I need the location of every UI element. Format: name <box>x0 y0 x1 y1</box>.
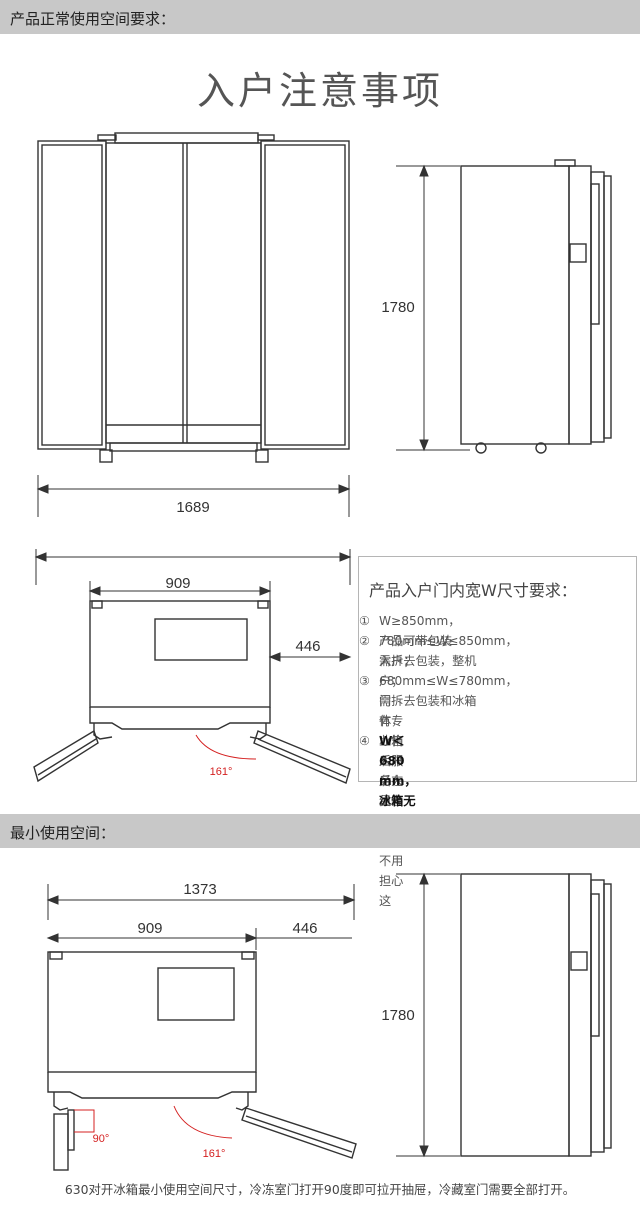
fridge-angle-label: 161° <box>203 1148 226 1160</box>
left-door-leaf <box>33 729 99 783</box>
item-line: 入户； <box>379 654 404 688</box>
section-title: 产品正常使用空间要求： <box>10 10 176 28</box>
width-dimension-label: 1689 <box>176 499 209 516</box>
foot-right <box>255 449 269 463</box>
fridge-door-leaf <box>241 1107 357 1159</box>
item-number: ① <box>359 614 370 628</box>
body-width-label: 909 <box>137 920 162 937</box>
item-number: ③ <box>359 674 370 688</box>
dispenser <box>570 951 588 971</box>
item-line: 780mm≤W≤850mm，需拆去包装，整机 <box>379 634 518 668</box>
side-door <box>568 873 592 1157</box>
top-view-normal-diagram: 909 446 161° <box>33 549 352 784</box>
clearance-label: 446 <box>295 638 320 655</box>
height-dimension-label: 1780 <box>381 1007 414 1024</box>
requirements-title: 产品入户门内宽W尺寸要求： <box>369 581 577 600</box>
dispenser <box>569 243 587 263</box>
height-dimension-label: 1780 <box>381 299 414 316</box>
section-header-minimum: 最小使用空间： <box>0 814 640 848</box>
top-bracket-right <box>257 134 275 141</box>
side-body <box>460 873 570 1157</box>
item-line: 680mm≤W≤780mm，需拆去包装和冰箱 <box>379 674 518 708</box>
side-door <box>568 165 592 445</box>
right-door-leaf <box>253 730 351 784</box>
page-title: 入户注意事项 <box>196 69 443 113</box>
left-door-open <box>37 140 107 450</box>
section-title: 最小使用空间： <box>10 824 116 842</box>
front-view-diagram: 1689 <box>36 132 351 517</box>
foot-left <box>99 449 113 463</box>
display-panel <box>154 618 248 661</box>
section-header-normal: 产品正常使用空间要求： <box>0 0 640 34</box>
item-number: ④ <box>359 734 370 748</box>
top-bracket-left <box>97 134 117 141</box>
door-width-requirements: 产品入户门内宽W尺寸要求： ① W≥850mm，产品可带包装入户； ② 780m… <box>358 556 637 908</box>
item-line: W≥850mm，产品可带包装入户； <box>379 614 461 668</box>
top-cap <box>114 132 259 144</box>
side-view-diagram-bottom: 1780 <box>381 872 612 1158</box>
right-door-open <box>260 140 350 450</box>
top-view-minimum-diagram: 1373 909 446 90° 161° <box>46 881 357 1171</box>
body-width-label: 909 <box>165 575 190 592</box>
display-panel <box>157 967 235 1021</box>
footnote: 630对开冰箱最小使用空间尺寸，冷冻室门打开90度即可拉开抽屉，冷藏室门需要全部… <box>64 1182 576 1197</box>
freezer-angle-label: 90° <box>93 1133 110 1145</box>
clearance-label: 446 <box>292 920 317 937</box>
side-body <box>460 165 570 445</box>
item-number: ② <box>359 634 370 648</box>
door-angle-label: 161° <box>210 766 233 778</box>
side-view-diagram: 1780 <box>381 159 612 454</box>
total-width-label: 1373 <box>183 881 216 898</box>
